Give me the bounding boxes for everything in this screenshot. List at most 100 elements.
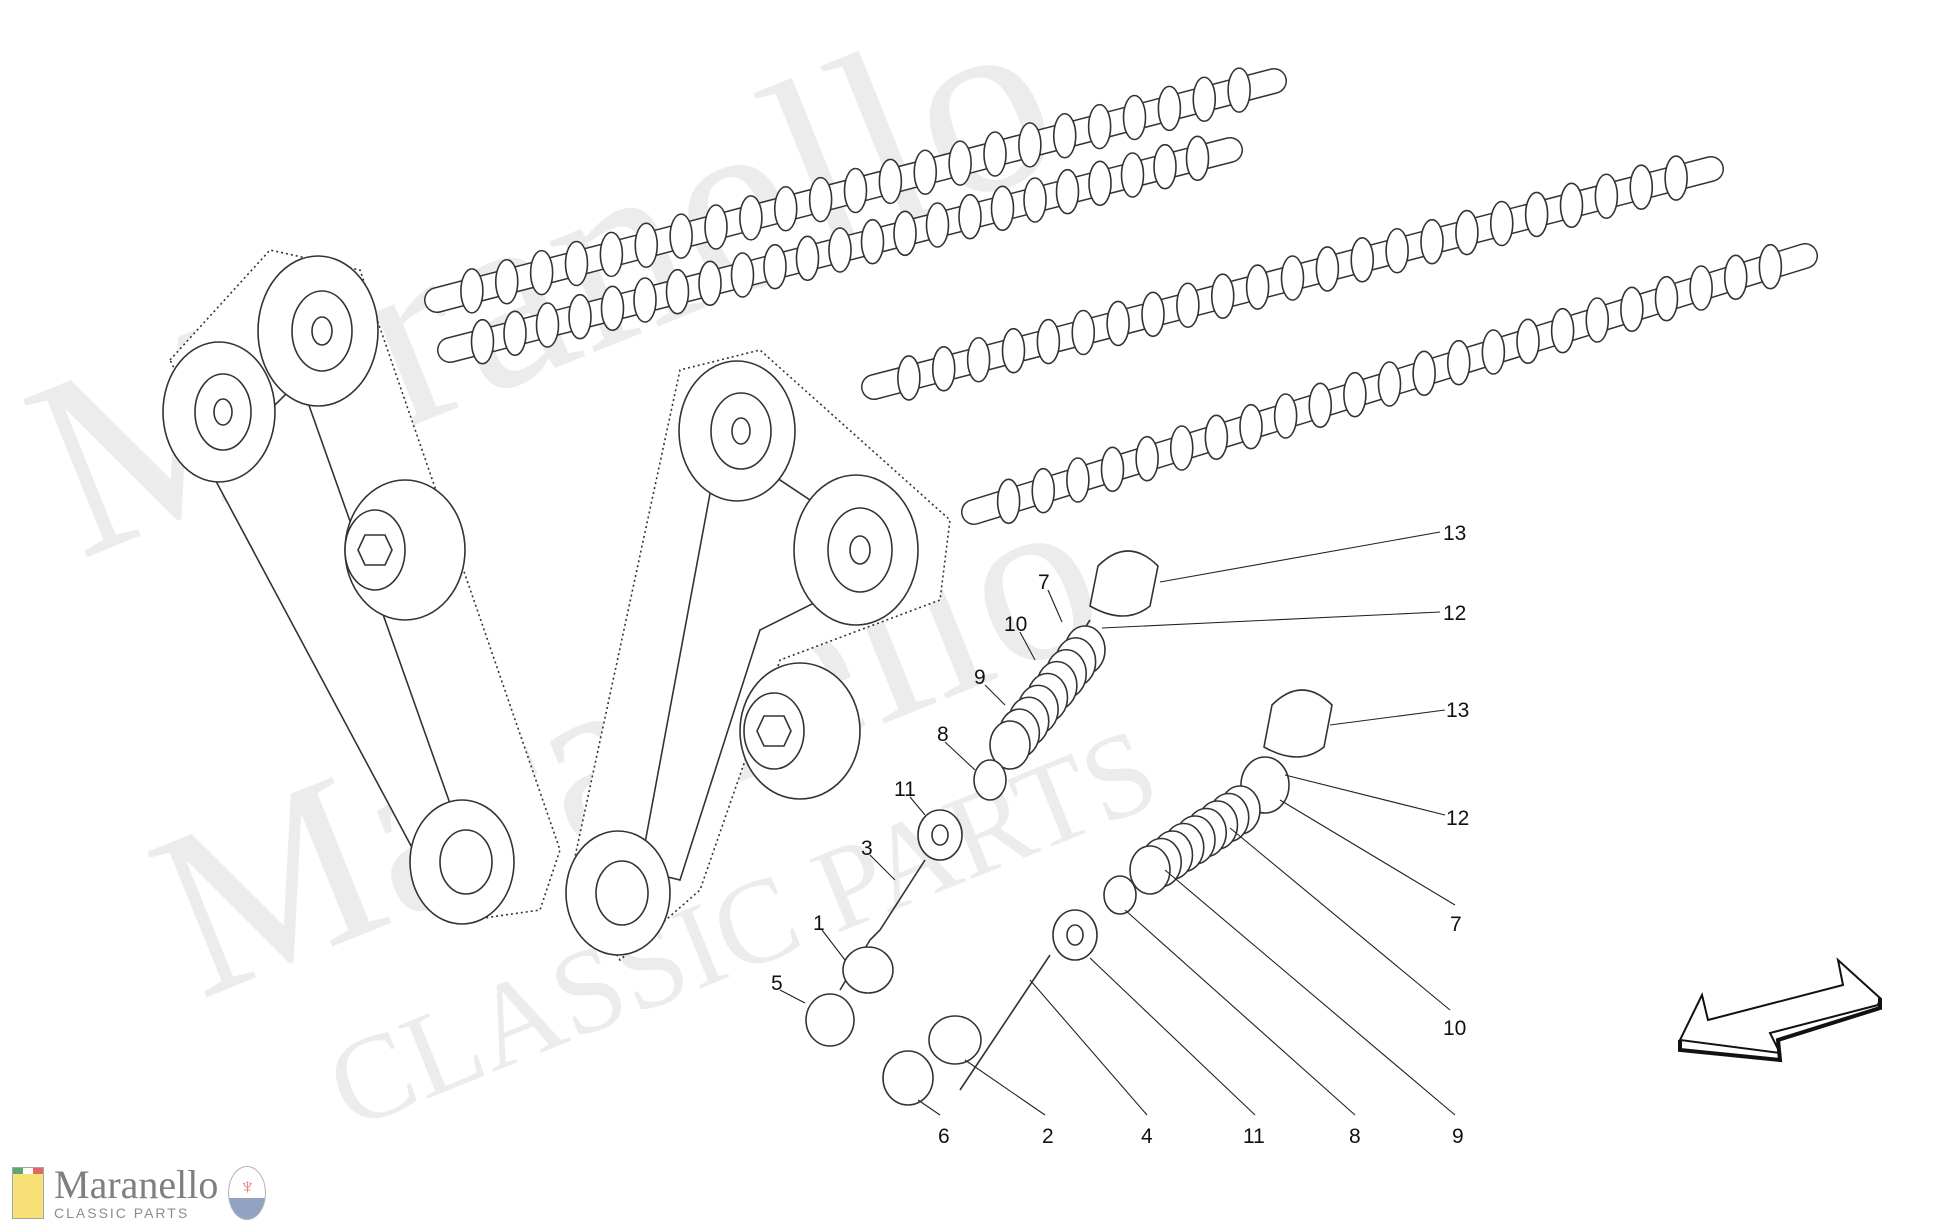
cam-lobe: [1664, 155, 1688, 201]
camshaft: [424, 67, 1287, 314]
cam-lobe: [1055, 168, 1080, 215]
valve-assembly-lower: [882, 689, 1333, 1106]
callout-12: 12: [1443, 602, 1466, 625]
cam-lobe: [1210, 273, 1235, 319]
cam-lobe: [878, 158, 903, 205]
cam-lobe: [1135, 435, 1159, 482]
cam-lobe: [983, 131, 1007, 177]
callout-5: 5: [771, 972, 783, 995]
cam-lobe: [1023, 177, 1047, 223]
logo-brand: Maranello: [54, 1162, 219, 1207]
leader-lines: [779, 531, 1456, 1116]
cam-lobe: [1141, 291, 1165, 338]
callout-7: 7: [1038, 571, 1050, 594]
ferrari-shield-icon: [12, 1167, 44, 1219]
cam-lobe: [1157, 85, 1182, 132]
cam-lobe: [1192, 76, 1217, 123]
cam-lobe: [1516, 318, 1540, 365]
cam-lobe: [535, 302, 560, 348]
callout-9: 9: [974, 666, 986, 689]
cam-lobe: [1153, 143, 1177, 190]
cam-lobe: [1239, 403, 1263, 450]
cam-lobe: [1758, 243, 1783, 290]
callout-10: 10: [1443, 1017, 1466, 1040]
cam-lobe: [1122, 94, 1147, 141]
callout-8: 8: [937, 723, 949, 746]
cam-lobe: [860, 218, 885, 265]
cam-lobe: [893, 210, 917, 257]
cam-lobe: [1350, 237, 1375, 283]
cam-lobe: [1106, 300, 1130, 347]
cam-lobe: [1689, 265, 1713, 311]
cam-lobe: [1280, 255, 1305, 301]
cam-lobe: [773, 185, 798, 232]
cam-lobe: [698, 260, 722, 307]
cam-lobe: [1100, 446, 1125, 493]
camshafts: [424, 67, 1818, 525]
cam-lobe: [763, 243, 787, 290]
cam-lobe: [1455, 209, 1479, 256]
cam-lobe: [1559, 182, 1584, 229]
callout-7: 7: [1450, 913, 1462, 936]
cam-lobe: [1585, 297, 1610, 343]
cam-lobe: [1227, 67, 1251, 113]
crank-pulley: [565, 830, 671, 956]
cam-lobe: [1185, 135, 1210, 182]
idler-pulley: [344, 479, 466, 621]
cam-lobe: [1343, 371, 1367, 418]
cam-lobe: [1620, 286, 1644, 333]
cam-lobe: [1001, 327, 1026, 374]
cam-lobe: [1176, 282, 1200, 329]
callout-6: 6: [938, 1125, 950, 1148]
callout-10: 10: [1004, 613, 1027, 636]
cam-lobe: [1723, 254, 1748, 301]
cam-lobe: [704, 204, 728, 250]
cam-lobe: [1071, 309, 1096, 356]
cam-lobe: [958, 193, 982, 240]
callout-13: 13: [1446, 699, 1469, 722]
cam-lobe: [1308, 382, 1333, 429]
cam-lobe: [1629, 164, 1654, 210]
cam-lobe: [948, 140, 972, 186]
cam-lobe: [470, 318, 495, 365]
camshaft-pulley: [257, 255, 379, 407]
cam-lobe: [1088, 160, 1112, 207]
cam-lobe: [1594, 173, 1619, 220]
logo-tagline: CLASSIC PARTS: [54, 1205, 190, 1221]
cam-lobe: [633, 277, 657, 323]
callout-2: 2: [1042, 1125, 1054, 1148]
camshaft: [861, 155, 1724, 401]
cam-lobe: [1273, 393, 1298, 439]
valve-assembly-upper: [805, 550, 1159, 1047]
cam-lobe: [739, 195, 763, 241]
cam-lobe: [669, 213, 693, 259]
cam-lobe: [460, 268, 484, 314]
callout-11: 11: [894, 778, 916, 801]
cam-lobe: [730, 252, 755, 298]
callout-13: 13: [1443, 522, 1466, 545]
cam-lobe: [1052, 112, 1077, 159]
idler-pulley: [739, 662, 861, 800]
cam-lobe: [990, 185, 1015, 232]
cam-lobe: [1087, 103, 1112, 150]
cam-lobe: [634, 222, 659, 269]
cam-lobe: [913, 149, 938, 196]
cam-lobe: [494, 258, 519, 305]
cam-lobe: [1446, 339, 1471, 386]
cam-lobe: [1204, 414, 1229, 461]
camshaft-pulley: [162, 341, 276, 483]
cam-lobe: [1385, 227, 1409, 274]
cam-lobe: [600, 285, 625, 332]
callout-8: 8: [1349, 1125, 1361, 1148]
cam-lobe: [1031, 467, 1056, 514]
cam-lobe: [665, 268, 690, 315]
callout-labels: 13 12 7 10 9 8 11 3 1 5 13 12 7 10 6 2 4…: [771, 522, 1469, 1148]
maranello-logo: Maranello CLASSIC PARTS ♆: [12, 1162, 267, 1221]
cam-lobe: [931, 346, 956, 392]
cam-lobe: [568, 293, 592, 340]
cam-lobe: [1245, 264, 1270, 310]
callout-9: 9: [1452, 1125, 1464, 1148]
camshaft-pulley: [678, 360, 796, 502]
cam-lobe: [503, 310, 527, 357]
